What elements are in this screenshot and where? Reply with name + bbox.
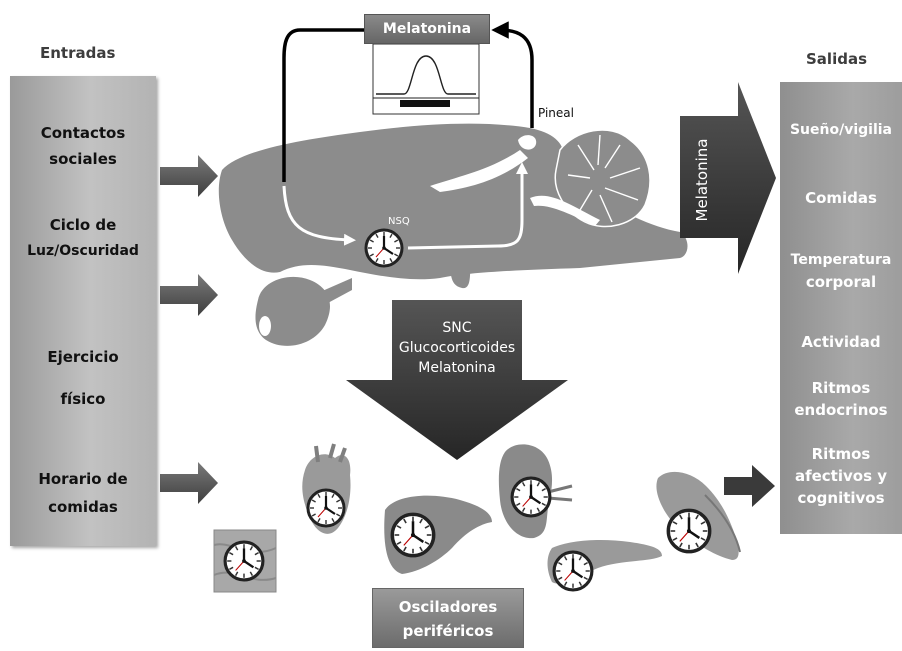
liver-clock-icon	[390, 512, 436, 558]
heart-clock-icon	[306, 488, 346, 528]
kidney-clock-icon	[510, 476, 552, 518]
salida-line-4: corporal	[805, 273, 877, 291]
salida-line-5: Actividad	[801, 333, 881, 351]
entrada-line-6: físico	[60, 390, 106, 408]
melatonin-feedback-line	[282, 28, 364, 182]
pineal-label: Pineal	[538, 106, 574, 120]
entradas-panel	[10, 76, 156, 546]
salida-line-10: cognitivos	[797, 489, 885, 507]
entrada-line-3: Ciclo de	[49, 216, 117, 234]
input-arrow-2	[160, 274, 218, 316]
retina-nsq-arrow	[282, 185, 356, 246]
osciladores-line-2: periféricos	[402, 622, 494, 640]
input-arrow-1	[160, 155, 218, 197]
salida-line-2: Comidas	[805, 189, 877, 207]
nsq-pineal-arrow	[407, 162, 528, 250]
salidas-title: Salidas	[806, 50, 867, 68]
entrada-line-5: Ejercicio	[47, 348, 119, 366]
entrada-line-2: sociales	[49, 150, 117, 168]
signal-line-2: Glucocorticoides	[398, 340, 516, 356]
signals-text: SNC Glucocorticoides Melatonina	[392, 318, 522, 378]
melatonina-box: Melatonina	[364, 14, 490, 44]
signal-line-1: SNC	[442, 320, 472, 336]
output-arrow	[724, 465, 775, 507]
salida-line-8: Ritmos	[811, 445, 871, 463]
salida-line-6: Ritmos	[811, 379, 871, 397]
eye-icon	[259, 316, 271, 336]
signals-down-arrow	[346, 300, 568, 460]
salida-line-7: endocrinos	[794, 401, 888, 419]
melatonina-output-label: Melatonina	[693, 138, 711, 222]
peripheral-organs	[213, 443, 741, 593]
signal-line-3: Melatonina	[418, 360, 496, 376]
entrada-line-8: comidas	[48, 498, 118, 516]
osciladores-line-1: Osciladores	[398, 598, 498, 616]
melatonin-feedback-arrow	[491, 21, 534, 128]
salida-line-3: Temperatura	[790, 252, 892, 268]
input-arrow-3	[160, 462, 218, 504]
melatonin-output-arrow	[680, 82, 776, 274]
salidas-panel	[780, 82, 902, 534]
osciladores-box: Osciladores periféricos	[372, 588, 524, 648]
nsq-label: NSQ	[388, 216, 410, 227]
entrada-line-4: Luz/Oscuridad	[27, 243, 139, 259]
salida-line-1: Sueño/vigilia	[789, 122, 893, 138]
tissue-clock-icon	[223, 540, 265, 582]
entrada-line-7: Horario de	[38, 470, 128, 488]
melatonin-curve-inset	[372, 43, 480, 115]
salida-line-9: afectivos y	[794, 467, 888, 485]
pancreas-clock-icon	[552, 550, 594, 592]
entrada-line-1: Contactos	[40, 124, 126, 142]
nsq-clock-icon	[364, 228, 404, 268]
entradas-title: Entradas	[40, 44, 116, 62]
adipose-clock-icon	[666, 508, 712, 554]
input-arrows	[160, 155, 218, 504]
